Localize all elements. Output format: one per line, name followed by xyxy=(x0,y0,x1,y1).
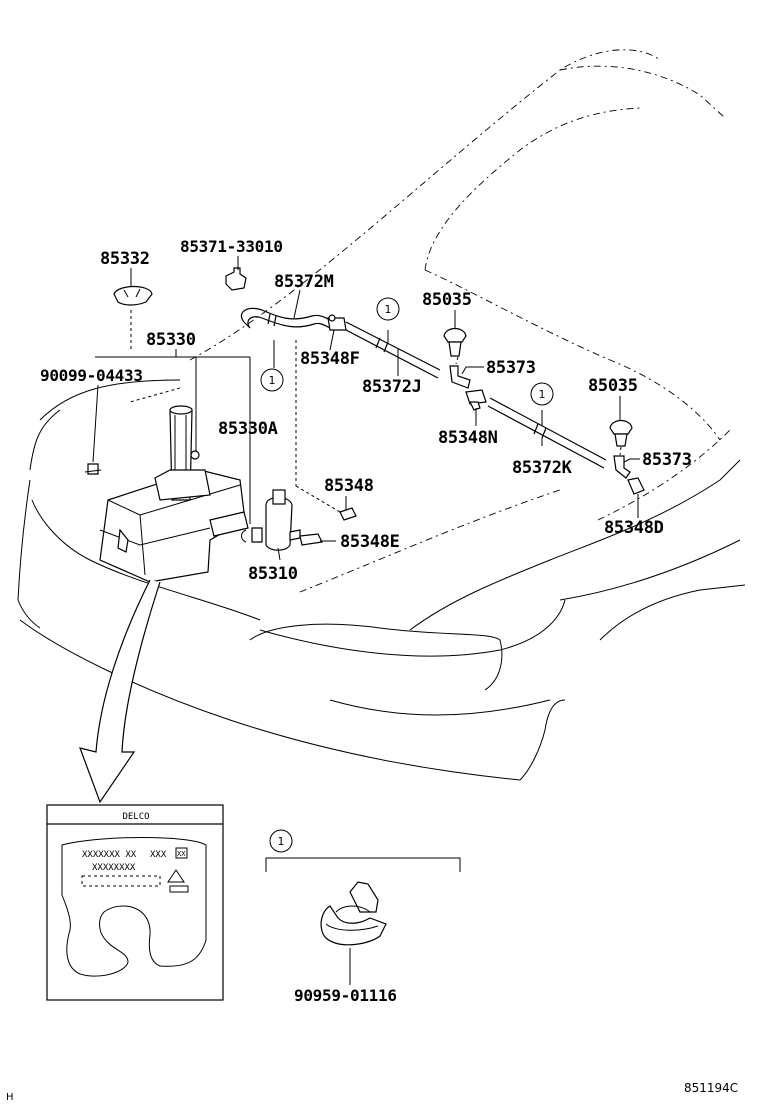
washer-nozzle-2 xyxy=(609,419,633,447)
label-90099-04433: 90099-04433 xyxy=(40,366,143,385)
label-85372J: 85372J xyxy=(362,377,422,397)
callout-1b: 1 xyxy=(385,303,392,316)
hose-joint-85348 xyxy=(339,507,357,521)
label-90959-01116: 90959-01116 xyxy=(294,986,397,1005)
washer-nozzle-1 xyxy=(443,327,467,357)
pointer-arrow xyxy=(79,579,161,804)
reservoir-cap xyxy=(113,285,153,306)
callout-circles: 1 1 1 xyxy=(260,297,554,406)
hose-85373-1 xyxy=(449,365,471,389)
hose-joint-85348F xyxy=(327,314,347,331)
vehicle-outline xyxy=(17,49,746,781)
hose-joint-85348N xyxy=(465,389,487,411)
leader-lines xyxy=(92,256,640,561)
label-85373-a: 85373 xyxy=(486,358,536,378)
label-85348F: 85348F xyxy=(300,349,360,369)
label-85373-b: 85373 xyxy=(642,450,692,470)
label-85348D: 85348D xyxy=(604,518,664,538)
corner-mark: H xyxy=(6,1092,14,1103)
hose-85373-2 xyxy=(613,455,631,479)
clip-detail: 1 xyxy=(265,829,461,985)
inset-brand: DELCO xyxy=(122,812,149,822)
callout-1a: 1 xyxy=(269,374,276,387)
label-85330: 85330 xyxy=(146,330,196,350)
label-85035-a: 85035 xyxy=(422,290,472,310)
label-85332: 85332 xyxy=(100,249,150,269)
hose-85372M xyxy=(240,307,331,329)
washer-pump xyxy=(241,489,301,551)
washer-reservoir xyxy=(99,405,249,583)
label-85330A: 85330A xyxy=(218,419,278,439)
callout-1d: 1 xyxy=(278,835,285,848)
label-85310: 85310 xyxy=(248,564,298,584)
label-inset: DELCO XXXXXXX XX XXX XX XXXXXXXX xyxy=(46,804,224,1001)
hose-joint-85348E xyxy=(299,533,323,546)
label-85348E: 85348E xyxy=(340,532,400,552)
inset-line1b: XXX xyxy=(150,850,167,860)
figure-code: 851194C xyxy=(684,1081,738,1095)
label-85371-33010: 85371-33010 xyxy=(180,237,283,256)
label-85372K: 85372K xyxy=(512,458,573,478)
part-labels: 85332 85371-33010 85372M 85330 90099-044… xyxy=(40,237,692,1005)
hose-joint-85348D xyxy=(627,477,645,495)
callout-1c: 1 xyxy=(539,388,546,401)
label-85372M: 85372M xyxy=(274,272,334,292)
hose-clip-85371 xyxy=(225,267,247,291)
label-85348N: 85348N xyxy=(438,428,498,448)
inset-line2: XXXXXXXX xyxy=(92,863,136,873)
hose-85372K xyxy=(487,397,607,469)
label-85348: 85348 xyxy=(324,476,374,496)
bolt-90099 xyxy=(84,463,102,475)
inset-line1c: XX xyxy=(177,850,186,858)
hose-85372J xyxy=(345,321,441,379)
inset-line1a: XXXXXXX XX xyxy=(82,850,137,860)
label-85035-b: 85035 xyxy=(588,376,638,396)
